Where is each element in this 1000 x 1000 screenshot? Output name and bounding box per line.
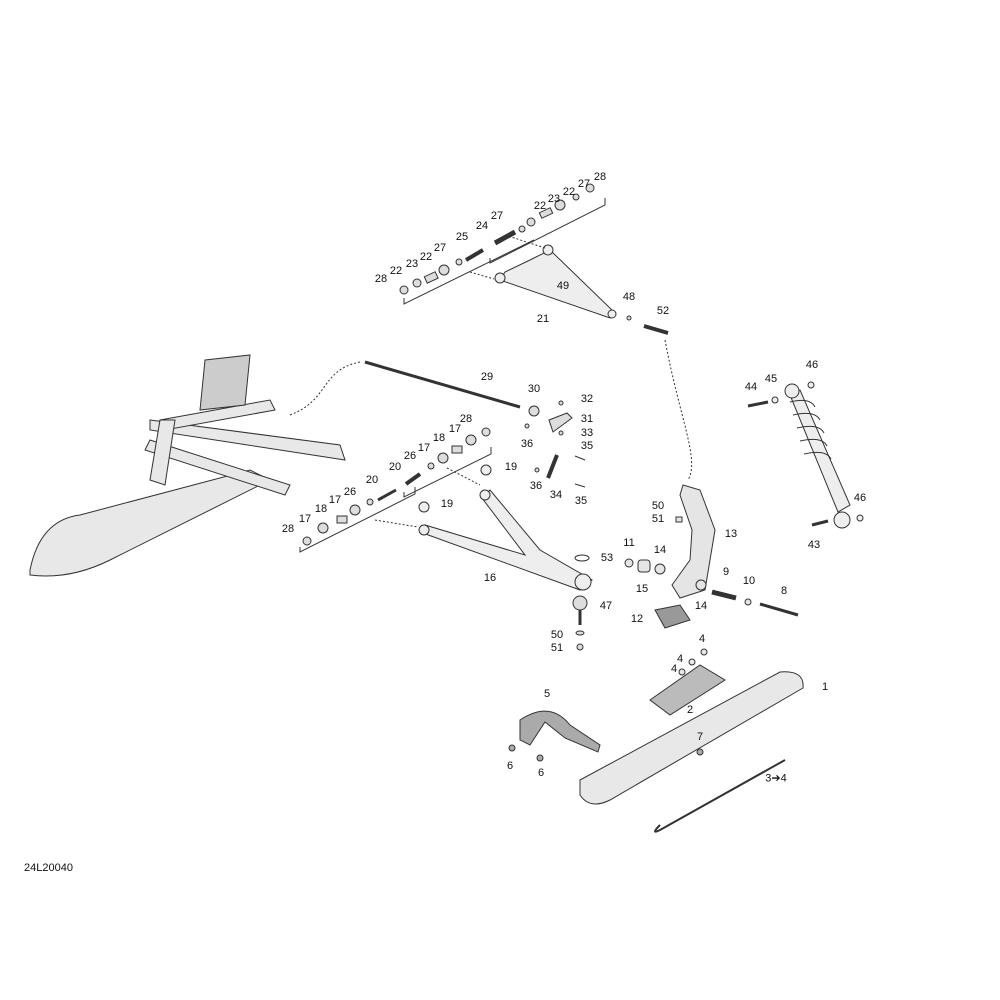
callout[interactable]: 9	[722, 566, 730, 578]
ball-joint-47	[572, 554, 590, 651]
callout[interactable]: 2	[686, 704, 694, 716]
callout[interactable]: 52	[656, 305, 670, 317]
callout[interactable]: 26	[343, 486, 357, 498]
callout[interactable]: 20	[388, 461, 402, 473]
assembled-front-suspension	[29, 354, 346, 577]
callout[interactable]: 28	[593, 171, 607, 183]
callout[interactable]: 22	[533, 200, 547, 212]
callout[interactable]: 27	[490, 210, 504, 222]
callout[interactable]: 4	[676, 653, 684, 665]
callout[interactable]: 31	[580, 413, 594, 425]
callout[interactable]: 28	[374, 273, 388, 285]
upper-arm-hardware-brackets	[299, 198, 606, 553]
callout[interactable]: 6	[537, 767, 545, 779]
callout[interactable]: 14	[694, 600, 708, 612]
callout[interactable]: 8	[780, 585, 788, 597]
callout[interactable]: 17	[328, 494, 342, 506]
callout[interactable]: 26	[403, 450, 417, 462]
shock-absorber	[747, 381, 864, 529]
callout[interactable]: 12	[630, 613, 644, 625]
callout[interactable]: 50	[550, 629, 564, 641]
callout[interactable]: 28	[281, 523, 295, 535]
callout[interactable]: 35	[580, 440, 594, 452]
callout[interactable]: 19	[440, 498, 454, 510]
callout[interactable]: 47	[599, 600, 613, 612]
callout[interactable]: 36	[529, 480, 543, 492]
callout[interactable]: 43	[807, 539, 821, 551]
handle-5	[508, 710, 704, 762]
callout[interactable]: 11	[623, 537, 635, 549]
callout[interactable]: 20	[365, 474, 379, 486]
diagram-code: 24L20040	[24, 862, 73, 874]
callout[interactable]: 50	[651, 500, 665, 512]
callout[interactable]: 18	[314, 503, 328, 515]
callout[interactable]: 15	[635, 583, 649, 595]
callout[interactable]: 17	[417, 442, 431, 454]
callout[interactable]: 27	[433, 242, 447, 254]
callout[interactable]: 28	[459, 413, 473, 425]
ball-joint-52	[626, 315, 669, 335]
callout[interactable]: 6	[506, 760, 514, 772]
spindle	[624, 484, 799, 629]
ski	[579, 648, 804, 833]
callout[interactable]: 4	[698, 633, 706, 645]
leader-lines	[289, 234, 693, 528]
upper-arm-hardware	[399, 183, 595, 295]
callout[interactable]: 48	[622, 291, 636, 303]
callout[interactable]: 27	[577, 178, 591, 190]
callout[interactable]: 1	[821, 681, 829, 693]
callout[interactable]: 46	[805, 359, 819, 371]
callout[interactable]: 46	[853, 492, 867, 504]
callout[interactable]: 19	[504, 461, 518, 473]
sway-bar	[364, 360, 521, 409]
callout[interactable]: 53	[600, 552, 614, 564]
callout[interactable]: 17	[448, 423, 462, 435]
callout[interactable]: 17	[298, 513, 312, 525]
callout[interactable]: 4	[670, 663, 678, 675]
callout[interactable]: 10	[742, 575, 756, 587]
callout[interactable]: 51	[651, 513, 665, 525]
callout[interactable]: 13	[724, 528, 738, 540]
callout[interactable]: 45	[764, 373, 778, 385]
callout[interactable]: 51	[550, 642, 564, 654]
callout[interactable]: 14	[653, 544, 667, 556]
callout[interactable]: 24	[475, 220, 489, 232]
callout[interactable]: 3➔4	[765, 772, 787, 785]
callout[interactable]: 33	[580, 427, 594, 439]
callout[interactable]: 30	[527, 383, 541, 395]
callout[interactable]: 32	[580, 393, 594, 405]
callout[interactable]: 34	[549, 489, 563, 501]
callout[interactable]: 23	[405, 258, 419, 270]
callout[interactable]: 44	[744, 381, 758, 393]
callout[interactable]: 22	[389, 265, 403, 277]
callout[interactable]: 16	[483, 572, 497, 584]
sway-bar-links	[524, 400, 586, 488]
lower-a-arm	[418, 489, 593, 591]
callout[interactable]: 23	[547, 193, 561, 205]
callout[interactable]: 21	[536, 313, 550, 325]
callout[interactable]: 22	[419, 251, 433, 263]
callout[interactable]: 29	[480, 371, 494, 383]
callout[interactable]: 49	[556, 280, 570, 292]
callout[interactable]: 36	[520, 438, 534, 450]
callout[interactable]: 5	[543, 688, 551, 700]
callout[interactable]: 22	[562, 186, 576, 198]
lower-arm-hardware	[302, 427, 492, 546]
callout[interactable]: 25	[455, 231, 469, 243]
upper-a-arm	[494, 244, 617, 319]
callout[interactable]: 18	[432, 432, 446, 444]
callout[interactable]: 35	[574, 495, 588, 507]
callout[interactable]: 7	[696, 731, 704, 743]
